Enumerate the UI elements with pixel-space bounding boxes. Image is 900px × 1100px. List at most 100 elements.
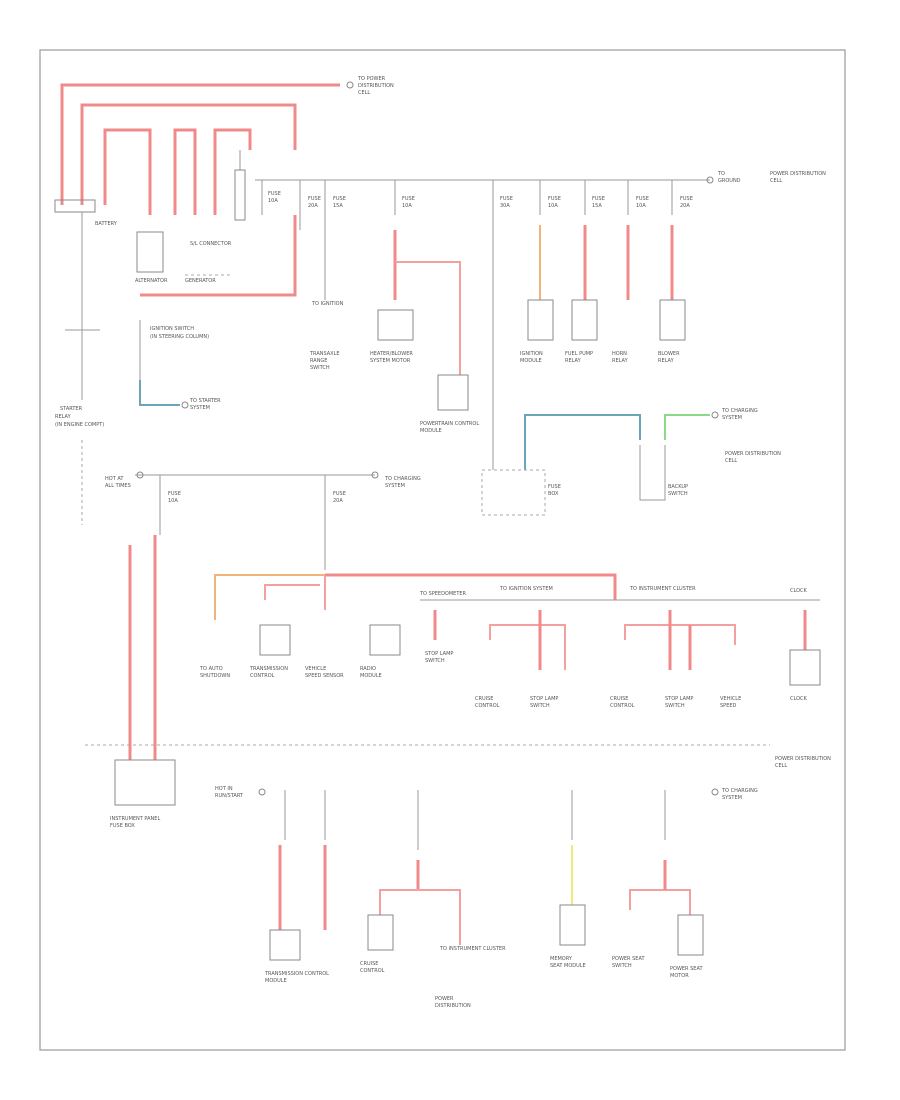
svg-text:CONTROL: CONTROL bbox=[475, 703, 500, 709]
svg-text:BLOWER: BLOWER bbox=[658, 351, 680, 357]
svg-text:S/L CONNECTOR: S/L CONNECTOR bbox=[190, 241, 232, 247]
svg-text:BOX: BOX bbox=[548, 491, 559, 497]
svg-text:SWITCH: SWITCH bbox=[310, 365, 330, 371]
fusible-link-wire bbox=[173, 128, 197, 215]
battery-feed-wire bbox=[60, 83, 340, 205]
svg-text:SWITCH: SWITCH bbox=[612, 963, 632, 969]
svg-text:TO CHARGING: TO CHARGING bbox=[384, 476, 421, 482]
svg-text:TO CHARGING: TO CHARGING bbox=[721, 408, 758, 414]
svg-text:BACKUP: BACKUP bbox=[668, 484, 688, 490]
svg-text:IGNITION: IGNITION bbox=[520, 351, 543, 357]
svg-text:ALTERNATOR: ALTERNATOR bbox=[135, 278, 168, 284]
svg-text:MODULE: MODULE bbox=[420, 428, 442, 434]
svg-text:20A: 20A bbox=[308, 203, 318, 209]
svg-text:TO: TO bbox=[717, 171, 725, 177]
svg-text:SEAT MODULE: SEAT MODULE bbox=[550, 963, 586, 969]
svg-text:IGNITION SWITCH: IGNITION SWITCH bbox=[150, 326, 194, 332]
svg-text:FUSE: FUSE bbox=[636, 196, 649, 202]
svg-text:SWITCH: SWITCH bbox=[665, 703, 685, 709]
svg-text:CLOCK: CLOCK bbox=[790, 588, 808, 594]
svg-text:CLOCK: CLOCK bbox=[790, 696, 808, 702]
svg-text:15A: 15A bbox=[592, 203, 602, 209]
fusible-link-wire bbox=[213, 128, 252, 215]
svg-text:FUSE: FUSE bbox=[168, 491, 181, 497]
svg-text:10A: 10A bbox=[402, 203, 412, 209]
svg-text:FUSE: FUSE bbox=[333, 196, 346, 202]
orange-wire bbox=[214, 574, 325, 620]
svg-text:POWERTRAIN CONTROL: POWERTRAIN CONTROL bbox=[420, 421, 479, 427]
svg-text:SYSTEM: SYSTEM bbox=[722, 795, 742, 801]
svg-text:FUSE: FUSE bbox=[402, 196, 415, 202]
svg-text:GENERATOR: GENERATOR bbox=[185, 278, 216, 284]
svg-text:10A: 10A bbox=[548, 203, 558, 209]
top-battery-section: TO POWER DISTRIBUTION CELL BATTERY START… bbox=[54, 76, 394, 428]
red-wire bbox=[325, 573, 617, 600]
svg-text:10A: 10A bbox=[636, 203, 646, 209]
svg-text:TO STARTER: TO STARTER bbox=[189, 398, 221, 404]
middle-section: HOT AT ALL TIMES TO CHARGING SYSTEM FUSE… bbox=[81, 440, 821, 760]
diagram-border bbox=[39, 49, 846, 1051]
svg-text:POWER: POWER bbox=[435, 996, 454, 1002]
svg-text:POWER SEAT: POWER SEAT bbox=[612, 956, 645, 962]
svg-text:FUSE: FUSE bbox=[333, 491, 346, 497]
svg-text:RUN/START: RUN/START bbox=[215, 793, 244, 799]
blue-wire bbox=[139, 380, 180, 406]
top-fuse-bus: TO GROUND POWER DISTRIBUTION CELL FUSE10… bbox=[255, 171, 826, 516]
svg-text:HOT AT: HOT AT bbox=[105, 476, 124, 482]
svg-text:TO IGNITION SYSTEM: TO IGNITION SYSTEM bbox=[499, 586, 553, 592]
svg-text:POWER DISTRIBUTION: POWER DISTRIBUTION bbox=[725, 451, 781, 457]
svg-text:FUSE: FUSE bbox=[308, 196, 321, 202]
blue-wire bbox=[524, 414, 641, 470]
svg-text:10A: 10A bbox=[268, 198, 278, 204]
svg-text:HEATER/BLOWER: HEATER/BLOWER bbox=[370, 351, 413, 357]
svg-text:TRANSMISSION: TRANSMISSION bbox=[249, 666, 288, 672]
svg-text:ALL TIMES: ALL TIMES bbox=[105, 483, 131, 489]
svg-text:RELAY: RELAY bbox=[55, 414, 72, 420]
svg-text:FUEL PUMP: FUEL PUMP bbox=[565, 351, 593, 357]
svg-text:MODULE: MODULE bbox=[360, 673, 382, 679]
svg-text:DISTRIBUTION: DISTRIBUTION bbox=[435, 1003, 471, 1009]
svg-text:STOP LAMP: STOP LAMP bbox=[665, 696, 693, 702]
svg-text:CRUISE: CRUISE bbox=[475, 696, 493, 702]
svg-text:(IN STEERING COLUMN): (IN STEERING COLUMN) bbox=[150, 334, 209, 340]
svg-text:SWITCH: SWITCH bbox=[425, 658, 445, 664]
svg-text:FUSE: FUSE bbox=[268, 191, 281, 197]
svg-text:SYSTEM MOTOR: SYSTEM MOTOR bbox=[370, 358, 411, 364]
svg-text:GROUND: GROUND bbox=[718, 178, 741, 184]
svg-text:CELL: CELL bbox=[358, 90, 370, 96]
svg-text:CELL: CELL bbox=[725, 458, 737, 464]
svg-text:FUSE BOX: FUSE BOX bbox=[110, 823, 135, 829]
svg-text:SHUTDOWN: SHUTDOWN bbox=[200, 673, 230, 679]
svg-text:TO INSTRUMENT CLUSTER: TO INSTRUMENT CLUSTER bbox=[439, 946, 506, 952]
svg-text:SYSTEM: SYSTEM bbox=[385, 483, 405, 489]
red-wire bbox=[395, 261, 461, 375]
svg-text:SPEED: SPEED bbox=[720, 703, 737, 709]
svg-text:INSTRUMENT PANEL: INSTRUMENT PANEL bbox=[110, 816, 160, 822]
generator-feed-wire bbox=[140, 215, 297, 297]
bottom-section: POWER DISTRIBUTION CELL INSTRUMENT PANEL… bbox=[85, 744, 831, 1009]
svg-text:STARTER: STARTER bbox=[60, 406, 83, 412]
svg-text:TO CHARGING: TO CHARGING bbox=[721, 788, 758, 794]
svg-text:MODULE: MODULE bbox=[265, 978, 287, 984]
svg-text:RADIO: RADIO bbox=[360, 666, 376, 672]
svg-text:RELAY: RELAY bbox=[565, 358, 582, 364]
svg-text:STOP LAMP: STOP LAMP bbox=[425, 651, 453, 657]
alternator-wire bbox=[103, 128, 152, 215]
svg-text:15A: 15A bbox=[333, 203, 343, 209]
svg-text:FUSE: FUSE bbox=[548, 196, 561, 202]
svg-text:VEHICLE: VEHICLE bbox=[720, 696, 741, 702]
svg-text:TO POWER: TO POWER bbox=[357, 76, 386, 82]
svg-text:RANGE: RANGE bbox=[310, 358, 327, 364]
svg-text:CONTROL: CONTROL bbox=[360, 968, 385, 974]
svg-text:TO SPEEDOMETER: TO SPEEDOMETER bbox=[419, 591, 467, 597]
svg-text:TRANSAXLE: TRANSAXLE bbox=[309, 351, 340, 357]
svg-text:TO AUTO: TO AUTO bbox=[199, 666, 223, 672]
fuse-relay-box bbox=[114, 759, 176, 806]
svg-text:FUSE: FUSE bbox=[592, 196, 605, 202]
svg-text:STOP LAMP: STOP LAMP bbox=[530, 696, 558, 702]
svg-text:HOT IN: HOT IN bbox=[215, 786, 233, 792]
svg-text:MOTOR: MOTOR bbox=[670, 973, 689, 979]
svg-text:DISTRIBUTION: DISTRIBUTION bbox=[358, 83, 394, 89]
